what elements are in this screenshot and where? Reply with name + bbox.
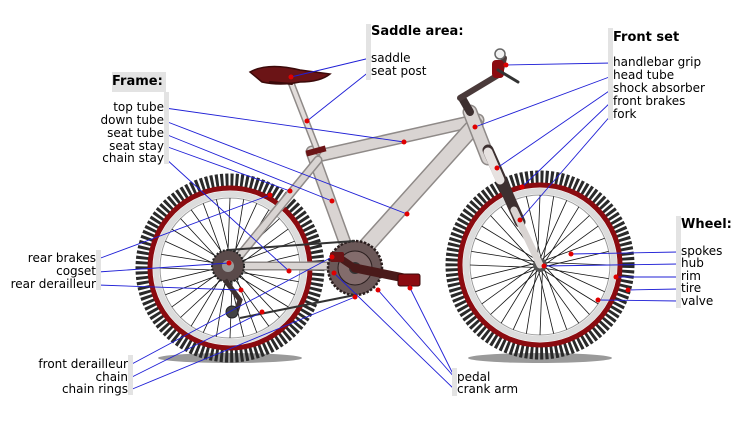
leader-line-crank-arm: [333, 272, 456, 391]
label-shock-absorber: shock absorber: [613, 81, 705, 95]
front-wheel-shadow: [468, 353, 612, 363]
leader-line-seat-tube: [164, 133, 333, 202]
label-saddle: saddle: [371, 51, 411, 65]
drivetrain-labels-bar: [128, 355, 133, 395]
label-seat-stay: seat stay: [109, 139, 164, 153]
marker-dot-fork: [517, 217, 523, 223]
leader-line-chain-stay: [164, 157, 290, 272]
label-chain-stay: chain stay: [102, 151, 164, 165]
label-top-tube: top tube: [113, 100, 164, 114]
leader-line-shock-absorber: [496, 88, 613, 169]
leader-line-pedal-2: [409, 287, 456, 379]
frame-labels-bar: [164, 92, 169, 164]
leader-line-chain: [129, 311, 263, 379]
frame-heading: Frame:: [112, 74, 163, 89]
marker-dot-seat-post: [304, 118, 310, 124]
leader-line-tire: [627, 288, 679, 291]
leader-line-front-derailleur: [129, 256, 333, 366]
label-front-brakes: front brakes: [613, 94, 686, 108]
label-rear-derailleur: rear derailleur: [10, 277, 96, 291]
leader-line-pedal: [377, 289, 456, 379]
wheel-heading: Wheel:: [681, 217, 732, 232]
label-seat-post: seat post: [371, 64, 427, 78]
leader-line-top-tube: [164, 107, 405, 143]
marker-dot-front-brakes: [519, 184, 525, 190]
label-rim: rim: [681, 269, 701, 283]
marker-dot-valve: [595, 297, 601, 303]
leader-line-front-brakes: [521, 100, 613, 188]
marker-dot-spokes: [568, 251, 574, 257]
label-front-derailleur: front derailleur: [38, 357, 128, 371]
leader-line-seat-stay: [164, 145, 291, 192]
marker-dot-rear-derailleur: [238, 287, 244, 293]
marker-dot-handlebar-grip: [503, 62, 509, 68]
rear-wheel-shadow: [158, 353, 302, 363]
leader-line-handlebar-grip: [505, 62, 613, 66]
marker-dot-cogset: [226, 260, 232, 266]
marker-dot-pedal: [375, 287, 381, 293]
label-handlebar-grip: handlebar grip: [613, 55, 702, 69]
label-rear-brakes: rear brakes: [27, 251, 96, 265]
leader-line-seat-post: [306, 70, 371, 122]
leader-line-rear-brakes: [97, 194, 271, 260]
marker-dot-front-derailleur: [329, 254, 335, 260]
pedal-labels-bar: [452, 368, 457, 396]
marker-dot-seat-tube: [329, 198, 335, 204]
marker-dot-tire: [625, 287, 631, 293]
label-spokes: spokes: [681, 244, 723, 258]
label-crank-arm: crank arm: [457, 382, 519, 396]
drivetrain: [211, 239, 421, 319]
marker-dot-down-tube: [404, 211, 410, 217]
leader-line-saddle: [290, 57, 371, 78]
label-pedal: pedal: [457, 370, 491, 384]
marker-dot-hub: [541, 263, 547, 269]
label-fork: fork: [613, 107, 637, 121]
marker-dot-pedal-2: [407, 285, 413, 291]
saddle-area-heading: Saddle area:: [371, 24, 464, 39]
marker-dot-seat-stay: [287, 188, 293, 194]
label-hub: hub: [681, 256, 704, 270]
frame-heading-bar: [112, 72, 166, 92]
leader-line-head-tube: [474, 75, 613, 128]
bike-frame: [227, 48, 544, 271]
leader-line-fork: [519, 113, 613, 221]
leader-line-hub: [543, 263, 679, 267]
label-down-tube: down tube: [100, 113, 164, 127]
rear-labels-bar: [96, 250, 101, 290]
marker-dot-shock-absorber: [494, 165, 500, 171]
leader-line-cogset: [97, 262, 230, 273]
leader-line-chain-rings: [129, 296, 356, 391]
marker-dot-chain-rings: [352, 294, 358, 300]
label-cogset: cogset: [56, 264, 96, 278]
label-valve: valve: [681, 294, 714, 308]
marker-dot-rear-brakes: [267, 192, 273, 198]
leader-line-spokes: [570, 251, 679, 255]
label-chain-rings: chain rings: [61, 382, 128, 396]
marker-dot-crank-arm: [331, 270, 337, 276]
leader-line-rear-derailleur: [97, 284, 242, 291]
front-set-heading: Front set: [613, 30, 680, 45]
marker-dot-saddle: [288, 74, 294, 80]
label-chain: chain: [95, 370, 129, 384]
marker-dot-top-tube: [401, 139, 407, 145]
front-set-labels-bar: [608, 28, 613, 120]
label-head-tube: head tube: [613, 68, 675, 82]
wheel-labels-bar: [676, 216, 681, 308]
marker-dot-rim: [613, 274, 619, 280]
marker-dot-head-tube: [472, 124, 478, 130]
leader-line-down-tube: [164, 120, 408, 215]
label-seat-tube: seat tube: [107, 126, 164, 140]
leader-line-valve: [597, 299, 679, 302]
marker-dot-chain-stay: [286, 268, 292, 274]
saddle-labels-bar: [366, 24, 371, 80]
marker-dot-chain: [259, 309, 265, 315]
label-tire: tire: [681, 281, 702, 295]
